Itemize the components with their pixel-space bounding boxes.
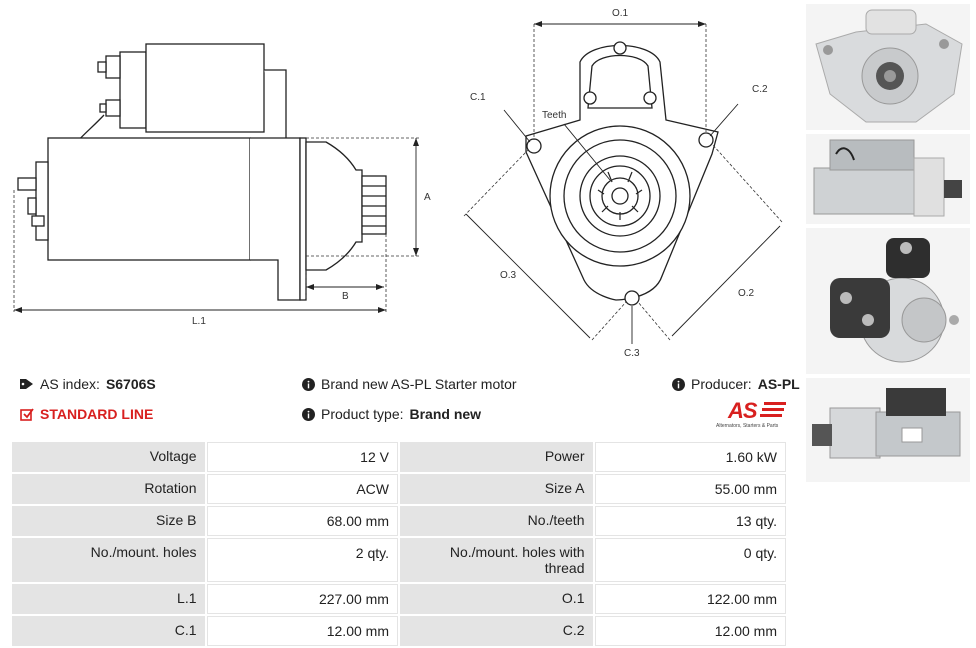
dim-c2-label: C.2 xyxy=(752,84,768,95)
logo-stripe xyxy=(764,402,786,405)
logo-stripe xyxy=(762,408,784,411)
info-icon xyxy=(302,377,315,391)
product-type-label: Product type: xyxy=(321,406,404,422)
product-photo-front[interactable] xyxy=(806,4,970,130)
standard-line-label: STANDARD LINE xyxy=(40,406,154,422)
info-icon xyxy=(302,407,315,421)
product-photo-side[interactable] xyxy=(806,134,970,224)
producer-row: Producer: AS-PL xyxy=(672,376,800,392)
spec-value-cell: 0 qty. xyxy=(594,538,786,582)
dim-a-label: A xyxy=(424,192,431,203)
logo-stripe xyxy=(760,414,782,417)
spec-value-cell: 68.00 mm xyxy=(206,506,398,536)
producer-value: AS-PL xyxy=(757,376,800,392)
spec-value-cell: 122.00 mm xyxy=(594,584,786,614)
spec-value-cell: ACW xyxy=(206,474,398,504)
spec-label-cell: Voltage xyxy=(12,442,205,472)
spec-label-cell: L.1 xyxy=(12,584,205,614)
as-index-value: S6706S xyxy=(105,376,156,392)
product-type-value: Brand new xyxy=(409,406,482,422)
spec-label-cell: Size B xyxy=(12,506,205,536)
as-index-label: AS index: xyxy=(40,376,100,392)
spec-value-cell: 1.60 kW xyxy=(594,442,786,472)
side-view-diagram: A B L.1 xyxy=(13,43,431,327)
spec-value-cell: 12.00 mm xyxy=(594,616,786,646)
spec-label-cell: Rotation xyxy=(12,474,205,504)
dim-o2-label: O.2 xyxy=(738,288,755,299)
spec-label-cell: Size A xyxy=(399,474,593,504)
spec-label-cell: Power xyxy=(399,442,593,472)
dim-b-label: B xyxy=(342,291,349,302)
logo-text: AS xyxy=(728,398,758,423)
info-icon xyxy=(672,377,685,391)
dim-l1-label: L.1 xyxy=(192,316,206,327)
dim-o3-label: O.3 xyxy=(500,270,517,281)
dim-o1-label: O.1 xyxy=(612,8,629,19)
spec-label-cell: No./mount. holes with thread xyxy=(399,538,593,582)
spec-label-cell: No./mount. holes xyxy=(12,538,205,582)
checkbox-icon xyxy=(20,408,34,421)
product-type-row: Product type: Brand new xyxy=(302,406,481,422)
brand-row: Brand new AS-PL Starter motor xyxy=(302,376,517,392)
spec-value-cell: 12.00 mm xyxy=(206,616,398,646)
spec-label-cell: No./teeth xyxy=(399,506,593,536)
standard-line-row: STANDARD LINE xyxy=(20,406,153,422)
product-photo-rear[interactable] xyxy=(806,228,970,374)
brand-text: Brand new AS-PL Starter motor xyxy=(321,376,517,392)
product-photo-angle[interactable] xyxy=(806,378,970,482)
spec-label-cell: C.1 xyxy=(12,616,205,646)
spec-value-cell: 2 qty. xyxy=(206,538,398,582)
logo-tagline: Alternators, Starters & Parts xyxy=(716,423,779,429)
producer-label: Producer: xyxy=(691,376,752,392)
as-pl-logo: AS Alternators, Starters & Parts xyxy=(716,398,792,432)
spec-value-cell: 12 V xyxy=(206,442,398,472)
spec-label-cell: O.1 xyxy=(399,584,593,614)
teeth-label: Teeth xyxy=(542,110,566,121)
as-index-row: AS index: S6706S xyxy=(20,376,156,392)
spec-value-cell: 13 qty. xyxy=(594,506,786,536)
spec-label-cell: C.2 xyxy=(399,616,593,646)
front-view-diagram: O.1 C.1 C.2 Teeth O.3 O.2 C.3 xyxy=(463,8,783,359)
spec-value-cell: 227.00 mm xyxy=(206,584,398,614)
dim-c3-label: C.3 xyxy=(624,348,640,359)
tag-icon xyxy=(20,379,33,389)
spec-value-cell: 55.00 mm xyxy=(594,474,786,504)
dim-c1-label: C.1 xyxy=(470,92,486,103)
